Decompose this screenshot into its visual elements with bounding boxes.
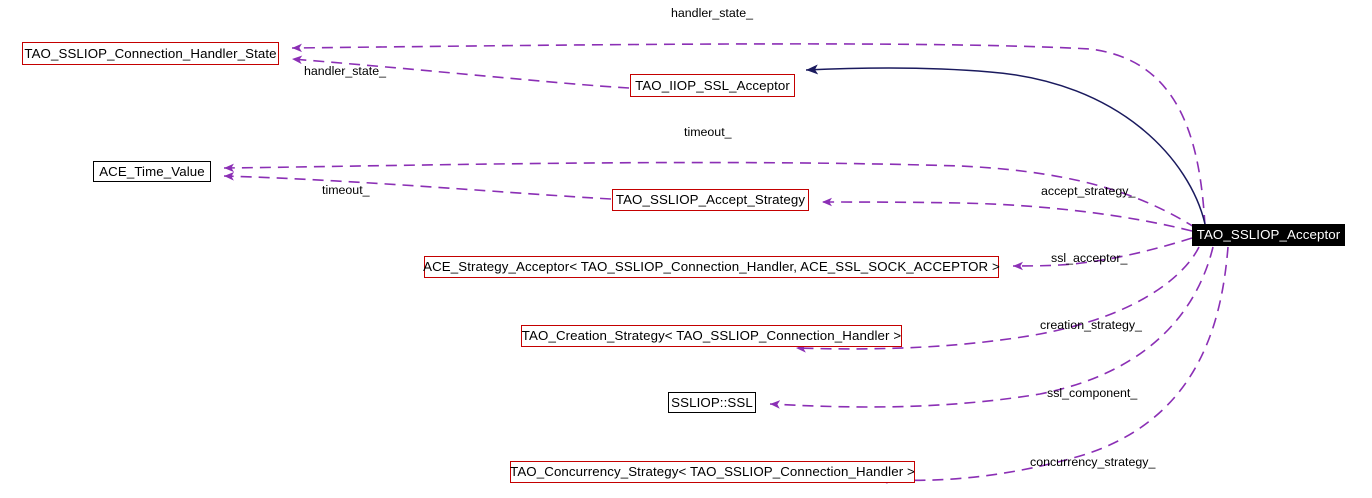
node-label: TAO_SSLIOP_Accept_Strategy (615, 192, 806, 208)
node-ssliop-ssl[interactable]: SSLIOP::SSL (668, 392, 756, 413)
node-label: ACE_Time_Value (99, 163, 205, 179)
edge-ssl-acceptor (1012, 237, 1193, 271)
edge-label-concurrency-strategy: concurrency_strategy_ (1030, 455, 1156, 469)
edge-label-handler-state-mid: handler_state_ (304, 64, 386, 78)
node-tao-concurrency-strategy[interactable]: TAO_Concurrency_Strategy< TAO_SSLIOP_Con… (510, 461, 915, 483)
node-label: TAO_Concurrency_Strategy< TAO_SSLIOP_Con… (510, 464, 915, 480)
node-tao-ssliop-accept-strategy[interactable]: TAO_SSLIOP_Accept_Strategy (612, 189, 809, 211)
edge-label-creation-strategy: creation_strategy_ (1040, 318, 1142, 332)
node-label: TAO_SSLIOP_Acceptor (1196, 227, 1341, 243)
edge-creation-strategy (795, 246, 1200, 353)
node-label: TAO_Creation_Strategy< TAO_SSLIOP_Connec… (521, 328, 902, 344)
edge-label-timeout-left: timeout_ (322, 183, 370, 197)
node-label: TAO_IIOP_SSL_Acceptor (635, 77, 790, 93)
edge-concurrency-strategy (877, 246, 1229, 485)
node-label: SSLIOP::SSL (671, 394, 753, 410)
edge-label-timeout-top: timeout_ (684, 125, 732, 139)
node-ace-time-value[interactable]: ACE_Time_Value (93, 161, 211, 182)
edge-timeout-accept-strategy (223, 171, 612, 200)
node-tao-creation-strategy[interactable]: TAO_Creation_Strategy< TAO_SSLIOP_Connec… (521, 325, 902, 347)
node-tao-ssliop-connection-handler-state[interactable]: TAO_SSLIOP_Connection_Handler_State (22, 42, 279, 65)
edge-label-accept-strategy: accept_strategy_ (1041, 184, 1136, 198)
edge-label-ssl-component: ssl_component_ (1047, 386, 1138, 400)
node-ace-strategy-acceptor[interactable]: ACE_Strategy_Acceptor< TAO_SSLIOP_Connec… (423, 256, 1000, 278)
edge-inheritance-iiop-ssl-acceptor (805, 64, 1206, 225)
edge-ssl-component (769, 246, 1214, 409)
node-label: TAO_SSLIOP_Connection_Handler_State (24, 45, 277, 61)
edge-timeout-main (223, 161, 1197, 229)
edge-label-handler-state-top: handler_state_ (671, 6, 753, 20)
edge-label-ssl-acceptor: ssl_acceptor_ (1051, 251, 1128, 265)
node-label: ACE_Strategy_Acceptor< TAO_SSLIOP_Connec… (423, 259, 1000, 275)
edge-accept-strategy (821, 197, 1193, 232)
node-tao-iiop-ssl-acceptor[interactable]: TAO_IIOP_SSL_Acceptor (630, 74, 795, 97)
node-tao-ssliop-acceptor[interactable]: TAO_SSLIOP_Acceptor (1192, 224, 1345, 246)
edge-handler-state-main (291, 43, 1206, 227)
